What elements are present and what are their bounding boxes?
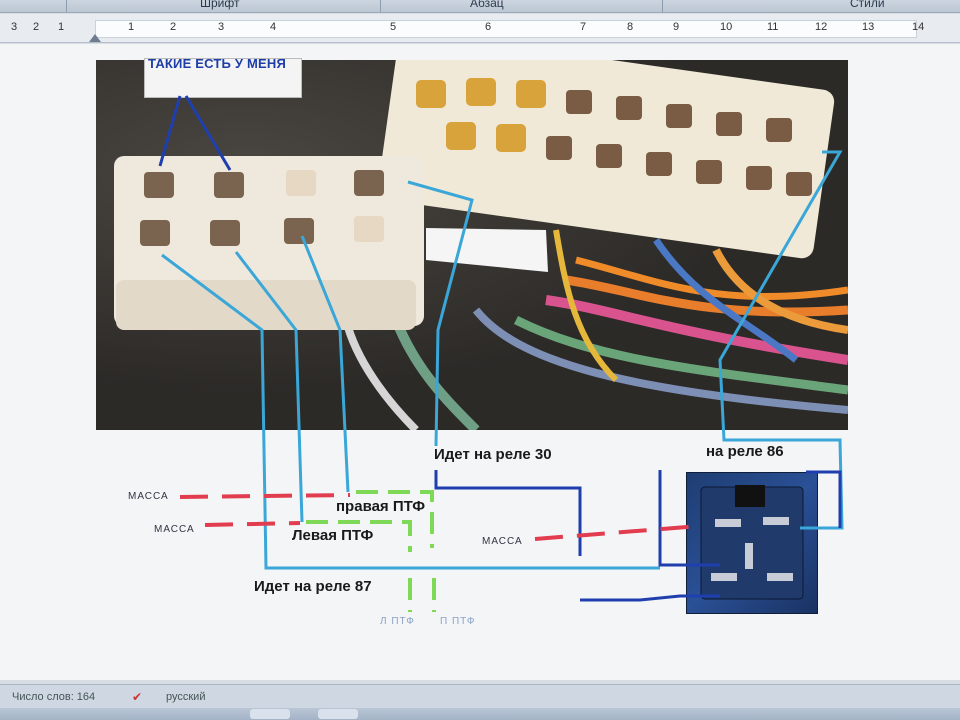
ruler-number: 10 xyxy=(720,21,733,33)
ribbon-bar: Шрифт Абзац Стили xyxy=(0,0,960,13)
ruler-number: 2 xyxy=(170,21,177,33)
ruler-number: 3 xyxy=(218,21,225,33)
label-relay-30: Идет на реле 30 xyxy=(434,446,552,463)
relay-art xyxy=(700,485,804,600)
label-right-fog: правая ПТФ xyxy=(336,498,426,515)
taskbar xyxy=(0,708,960,720)
ruler-strip xyxy=(95,20,917,38)
label-ground: МАССА xyxy=(482,536,523,547)
label-right-lamp: П ПТФ xyxy=(440,616,476,627)
language-indicator[interactable]: русский xyxy=(166,691,206,703)
ruler-number: 1 xyxy=(58,21,65,33)
ruler-number: 5 xyxy=(390,21,397,33)
label-relay-87: Идет на реле 87 xyxy=(254,578,372,595)
ribbon-separator xyxy=(380,0,381,12)
ribbon-group-font[interactable]: Шрифт xyxy=(200,0,240,10)
ruler-number: 12 xyxy=(815,21,828,33)
fog-lamp-lines xyxy=(306,490,436,612)
ruler-number: 1 xyxy=(128,21,135,33)
taskbar-button[interactable] xyxy=(250,709,290,719)
label-left-fog: Левая ПТФ xyxy=(292,527,374,544)
ruler-number: 3 xyxy=(11,21,18,33)
connector-photo-art xyxy=(114,60,848,430)
label-relay-86: на реле 86 xyxy=(706,443,784,460)
ruler-number: 7 xyxy=(580,21,587,33)
arrow-lines xyxy=(158,95,232,171)
label-ground: МАССА xyxy=(154,524,195,535)
blue-wires xyxy=(161,150,844,570)
ribbon-group-paragraph[interactable]: Абзац xyxy=(470,0,504,10)
caption-text: ТАКИЕ ЕСТЬ У МЕНЯ xyxy=(148,56,287,71)
ribbon-group-styles[interactable]: Стили xyxy=(850,0,885,10)
ground-lines xyxy=(179,493,701,541)
relay-photo xyxy=(686,472,818,614)
ruler-number: 11 xyxy=(767,21,779,33)
ruler-number: 8 xyxy=(627,21,634,33)
label-left-lamp: Л ПТФ xyxy=(380,616,415,627)
taskbar-button[interactable] xyxy=(318,709,358,719)
ruler-number: 14 xyxy=(912,21,925,33)
indent-marker[interactable] xyxy=(89,34,101,42)
ruler-number: 9 xyxy=(673,21,680,33)
ruler-number: 2 xyxy=(33,21,40,33)
ruler-number: 6 xyxy=(485,21,492,33)
ribbon-separator xyxy=(662,0,663,12)
ruler-number: 13 xyxy=(862,21,875,33)
caption-box xyxy=(144,58,302,98)
word-count[interactable]: Число слов: 164 xyxy=(12,691,96,703)
connector-photo xyxy=(96,60,848,430)
horizontal-ruler[interactable]: 3 2 1 1 2 3 4 5 6 7 8 9 10 11 12 13 14 xyxy=(0,14,960,43)
label-ground: МАССА xyxy=(128,491,169,502)
ribbon-separator xyxy=(66,0,67,12)
ruler-number: 4 xyxy=(270,21,277,33)
status-bar: Число слов: 164 ✔ русский xyxy=(0,684,960,709)
spellcheck-icon[interactable]: ✔ xyxy=(132,690,143,704)
dark-blue-wires xyxy=(434,470,842,602)
